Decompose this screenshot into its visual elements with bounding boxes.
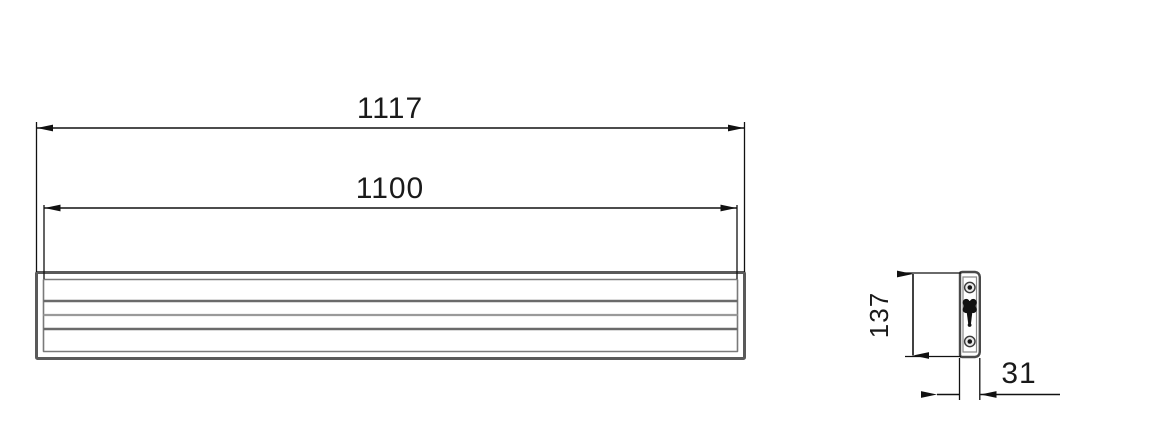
keyhole-head-body [963, 301, 976, 311]
screw-hole-bottom [963, 335, 976, 348]
front-view-dimensions: 1117 1100 [35, 92, 746, 279]
screw-hole-bottom-center [967, 339, 973, 344]
bracket-plate-group [958, 270, 981, 359]
dim-bracket-depth-group: 31 [921, 357, 1060, 400]
bracket-plate-inner-outline [962, 276, 978, 353]
dim-label-1100: 1100 [356, 172, 425, 205]
screw-hole-top-center [967, 285, 973, 290]
screw-hole-top [963, 281, 976, 294]
keyhole-slot [962, 298, 977, 327]
keyhole-tail-end [967, 323, 972, 327]
dim-label-31: 31 [1001, 357, 1036, 390]
keyhole-tail [966, 310, 973, 325]
dim-label-137: 137 [864, 292, 894, 338]
dim-bracket-height-group: 137 [864, 270, 961, 359]
dim-label-1117: 1117 [357, 92, 423, 125]
rail-body-group [35, 271, 746, 360]
